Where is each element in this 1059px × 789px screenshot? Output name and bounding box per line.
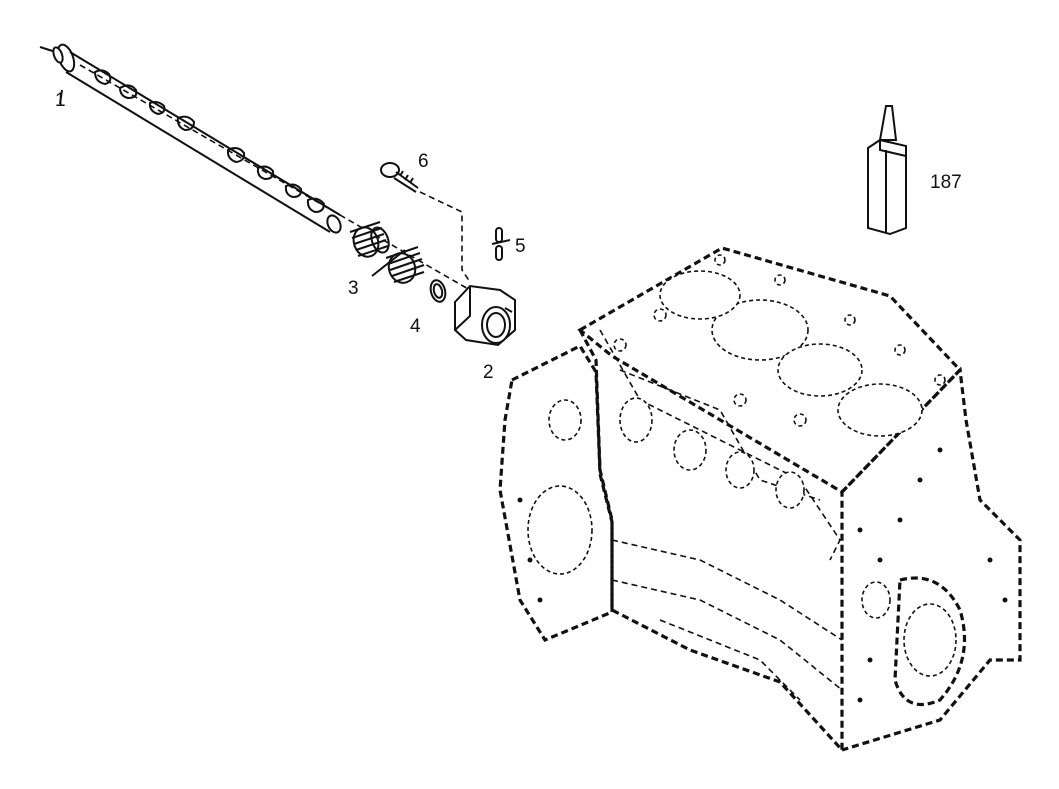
callout-6: 6 — [418, 151, 429, 172]
springs-part-3 — [349, 221, 425, 284]
sealant-bottle-part-187 — [867, 105, 907, 236]
o-ring-part-4 — [429, 279, 447, 303]
callout-5: 5 — [515, 236, 526, 257]
clip-part-5 — [491, 227, 511, 261]
shaft-part-1 — [39, 43, 471, 291]
callout-4: 4 — [410, 316, 421, 337]
callout-187: 187 — [930, 172, 962, 193]
callout-2: 2 — [483, 362, 494, 383]
housing-part-2 — [454, 284, 516, 347]
callout-3: 3 — [348, 278, 359, 299]
screw-part-6 — [380, 162, 471, 283]
engine-block — [498, 246, 1022, 755]
callout-1: 1 — [55, 90, 66, 111]
